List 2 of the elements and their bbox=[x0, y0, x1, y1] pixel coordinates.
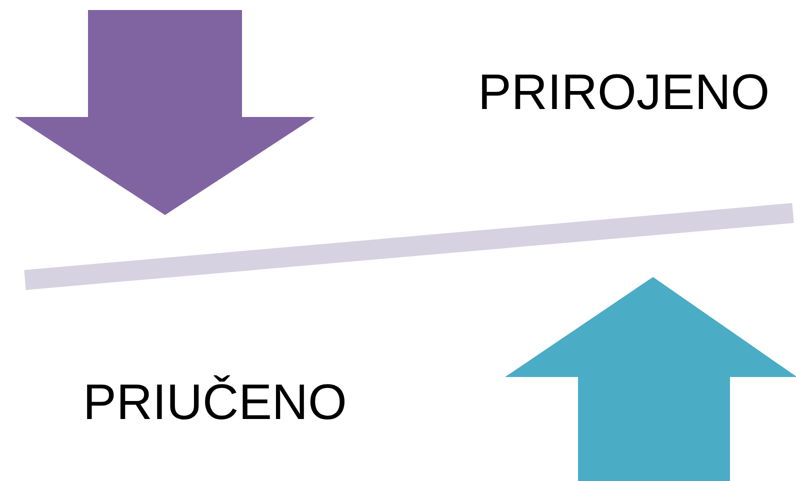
label-text: PRIUČENO bbox=[83, 377, 347, 427]
label-text: PRIROJENO bbox=[478, 67, 770, 117]
